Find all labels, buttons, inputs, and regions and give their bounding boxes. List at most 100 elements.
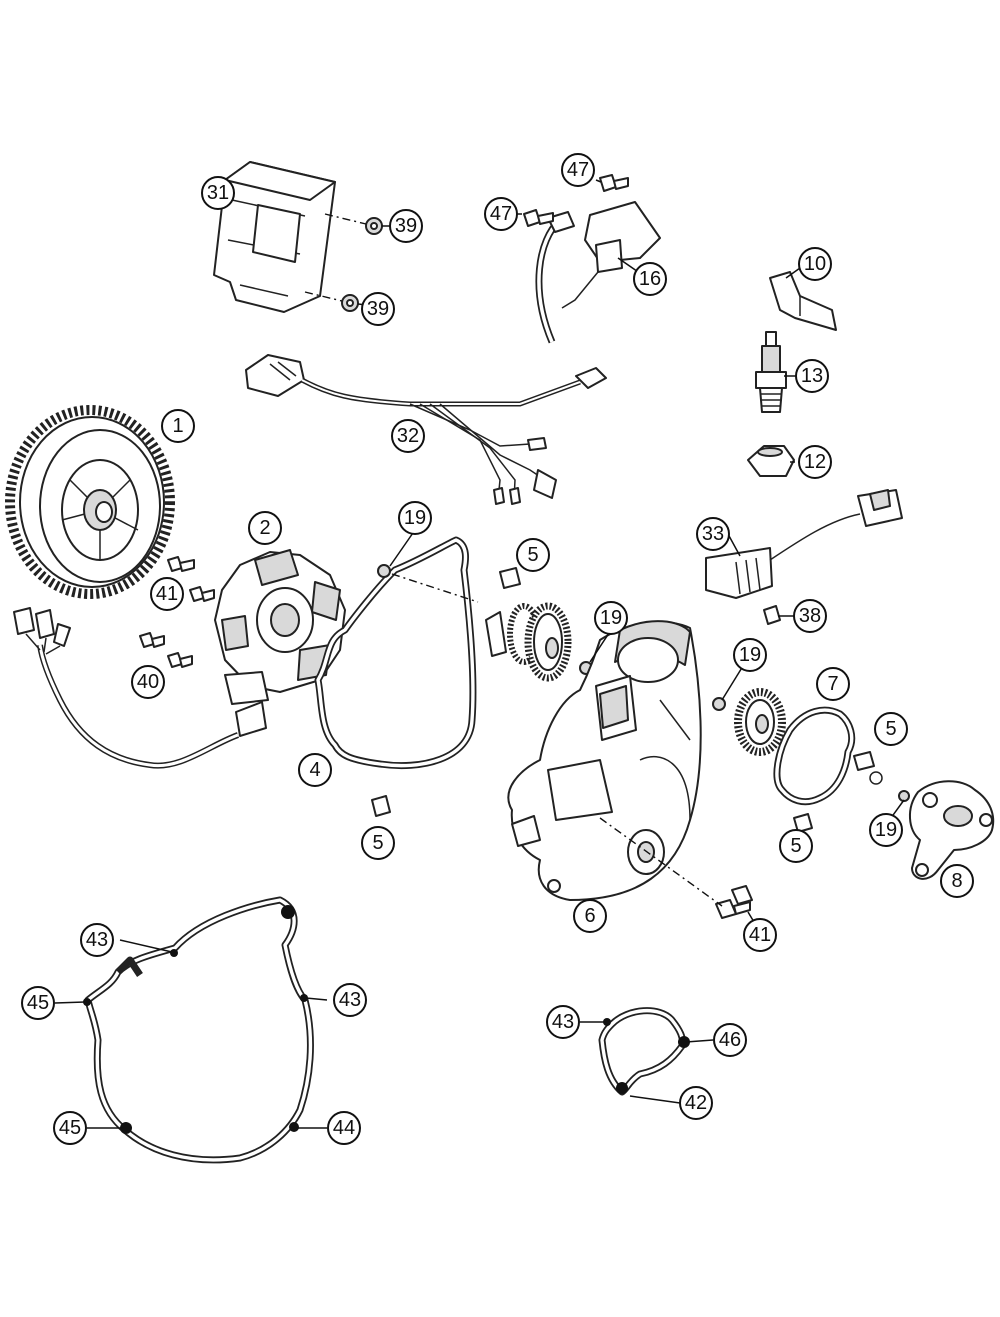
svg-text:42: 42 — [685, 1092, 707, 1114]
svg-text:5: 5 — [790, 835, 801, 857]
svg-text:12: 12 — [804, 451, 826, 473]
svg-text:41: 41 — [156, 583, 178, 605]
svg-text:33: 33 — [702, 523, 724, 545]
svg-text:40: 40 — [137, 671, 159, 693]
callout-5-b: 5 — [361, 826, 395, 860]
stator-cable — [13, 607, 240, 769]
screw-39-lower — [341, 294, 359, 312]
svg-text:47: 47 — [567, 159, 589, 181]
svg-text:16: 16 — [639, 268, 661, 290]
svg-text:39: 39 — [367, 298, 389, 320]
o-ring — [869, 771, 883, 785]
callout-39-upper: 39 — [389, 209, 423, 243]
svg-text:13: 13 — [801, 365, 823, 387]
callout-5-a: 5 — [516, 538, 550, 572]
callout-45-a: 45 — [21, 986, 55, 1020]
ignition-coil — [535, 201, 661, 344]
svg-text:1: 1 — [172, 415, 183, 437]
callout-6: 6 — [573, 899, 607, 933]
bolt-47-upper — [599, 174, 629, 192]
screw-38 — [763, 605, 781, 625]
svg-text:45: 45 — [59, 1117, 81, 1139]
ignition-cover — [507, 620, 702, 901]
screws-41-stator — [167, 556, 215, 602]
washer-19-pump — [898, 790, 910, 802]
callout-2: 2 — [248, 511, 282, 545]
svg-text:38: 38 — [799, 605, 821, 627]
svg-text:5: 5 — [527, 544, 538, 566]
spark-plug-seal — [747, 445, 795, 477]
svg-text:39: 39 — [395, 215, 417, 237]
callout-5-c: 5 — [874, 712, 908, 746]
callout-10: 10 — [798, 247, 832, 281]
callout-7: 7 — [816, 667, 850, 701]
callout-33: 33 — [696, 517, 730, 551]
voltage-regulator — [705, 489, 903, 599]
callout-19-c: 19 — [733, 638, 767, 672]
leader-lines — [54, 179, 905, 1129]
screws-40 — [139, 632, 193, 668]
callout-1: 1 — [161, 409, 195, 443]
svg-text:7: 7 — [827, 673, 838, 695]
svg-text:43: 43 — [552, 1011, 574, 1033]
svg-text:5: 5 — [885, 718, 896, 740]
screw-39-upper — [365, 217, 383, 235]
svg-text:44: 44 — [333, 1117, 355, 1139]
callout-43-a: 43 — [80, 923, 114, 957]
svg-text:45: 45 — [27, 992, 49, 1014]
svg-text:43: 43 — [86, 929, 108, 951]
svg-text:19: 19 — [875, 819, 897, 841]
crankcase-gasket — [83, 896, 314, 1164]
dowel-5-d — [793, 813, 813, 833]
pump-cover-gasket — [773, 706, 856, 806]
svg-text:19: 19 — [404, 507, 426, 529]
callout-47-left: 47 — [484, 197, 518, 231]
bolt-47-left — [523, 209, 554, 227]
svg-text:41: 41 — [749, 924, 771, 946]
callout-43-b: 43 — [333, 983, 367, 1017]
spark-plug-cap — [769, 271, 837, 331]
pump-impeller — [734, 688, 786, 756]
callout-44: 44 — [327, 1111, 361, 1145]
callout-40: 40 — [131, 665, 165, 699]
svg-text:5: 5 — [372, 832, 383, 854]
callout-46: 46 — [713, 1023, 747, 1057]
callout-12: 12 — [798, 445, 832, 479]
callout-45-b: 45 — [53, 1111, 87, 1145]
svg-text:2: 2 — [259, 517, 270, 539]
callout-4: 4 — [298, 753, 332, 787]
flywheel — [5, 405, 175, 599]
callout-8: 8 — [940, 864, 974, 898]
svg-text:8: 8 — [951, 870, 962, 892]
wiring-harness — [245, 354, 607, 505]
svg-text:6: 6 — [584, 905, 595, 927]
callout-19-a: 19 — [398, 501, 432, 535]
ignition-control-unit — [213, 161, 336, 313]
starter-idler-gear — [485, 602, 572, 682]
callout-43-c: 43 — [546, 1005, 580, 1039]
svg-text:4: 4 — [309, 759, 320, 781]
callout-13: 13 — [795, 359, 829, 393]
svg-text:32: 32 — [397, 425, 419, 447]
dowel-5-a — [499, 567, 521, 589]
callout-32: 32 — [391, 419, 425, 453]
screws-41-cover — [715, 885, 753, 919]
callout-16: 16 — [633, 262, 667, 296]
washer-19-gasket — [377, 564, 391, 578]
callout-19-d: 19 — [869, 813, 903, 847]
svg-text:46: 46 — [719, 1029, 741, 1051]
svg-text:31: 31 — [207, 182, 229, 204]
callout-5-d: 5 — [779, 829, 813, 863]
callout-47-upper: 47 — [561, 153, 595, 187]
stator — [214, 549, 346, 737]
callout-41-stator: 41 — [150, 577, 184, 611]
pump-gasket-small — [598, 1007, 690, 1096]
dowel-5-b — [371, 795, 391, 817]
callout-39-lower: 39 — [361, 292, 395, 326]
svg-text:19: 19 — [600, 607, 622, 629]
spark-plug — [755, 331, 787, 413]
washer-19-cover — [712, 697, 726, 711]
callout-31: 31 — [201, 176, 235, 210]
callout-42: 42 — [679, 1086, 713, 1120]
